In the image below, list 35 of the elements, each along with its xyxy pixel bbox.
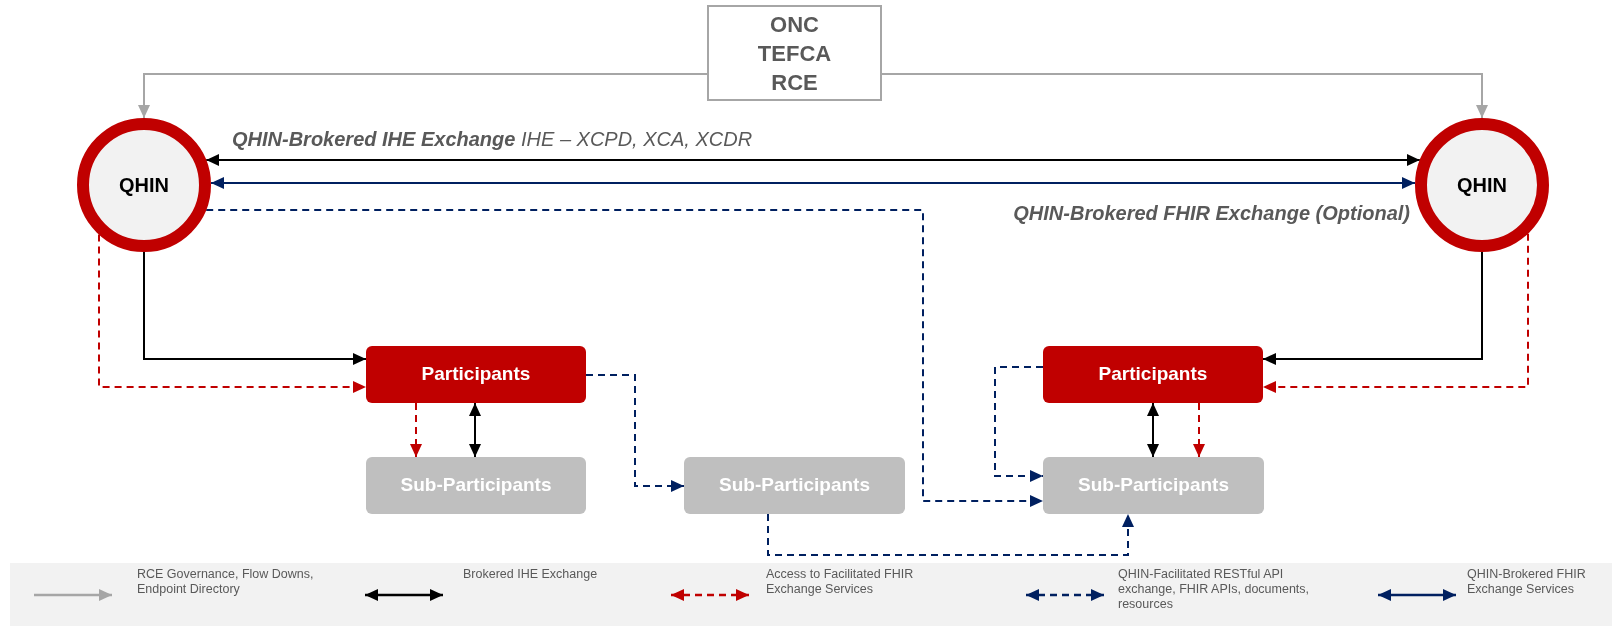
connector-arrow	[210, 177, 1416, 189]
node-label: Participants	[1098, 362, 1208, 387]
connector-arrow	[585, 374, 685, 492]
connector-arrow	[143, 251, 367, 365]
participants-box	[1043, 346, 1263, 403]
connector-arrow	[767, 513, 1134, 556]
governance-box	[707, 5, 882, 101]
connector-arrow	[1262, 232, 1529, 393]
connector-arrow	[138, 73, 708, 119]
node-label: Sub-Participants	[719, 473, 870, 498]
connector-arrow	[98, 233, 367, 393]
connector-arrow	[1193, 402, 1205, 458]
sub-participants-box	[684, 457, 905, 514]
participants-box	[366, 346, 586, 403]
legend-text: RCE Governance, Flow Downs, Endpoint Directory	[137, 567, 315, 597]
node-label: TEFCA	[757, 39, 832, 68]
connector-arrow	[410, 402, 422, 458]
legend-text: Brokered IHE Exchange	[463, 567, 599, 582]
node-label: QHIN	[1457, 173, 1507, 198]
node-label: RCE	[771, 68, 818, 97]
node-label: Sub-Participants	[1078, 473, 1229, 498]
connector-arrow	[881, 73, 1488, 119]
connector-arrow	[994, 366, 1044, 482]
node-label: ONC	[770, 10, 819, 39]
legend-text: QHIN-Brokered FHIR Exchange Services	[1467, 567, 1587, 597]
connector-arrow	[1147, 402, 1159, 458]
node-label: QHIN	[119, 173, 169, 198]
sub-participants-box	[366, 457, 586, 514]
legend-text: QHIN-Facilitated RESTful API exchange, FHIR APIs, documents, resources	[1118, 567, 1311, 612]
node-label: Participants	[421, 362, 531, 387]
connector-arrow	[469, 402, 481, 458]
sub-participants-box	[1043, 457, 1264, 514]
node-label: Sub-Participants	[400, 473, 552, 498]
connector-arrow	[1262, 251, 1483, 365]
legend-text: Access to Facilitated FHIR Exchange Services	[766, 567, 915, 597]
